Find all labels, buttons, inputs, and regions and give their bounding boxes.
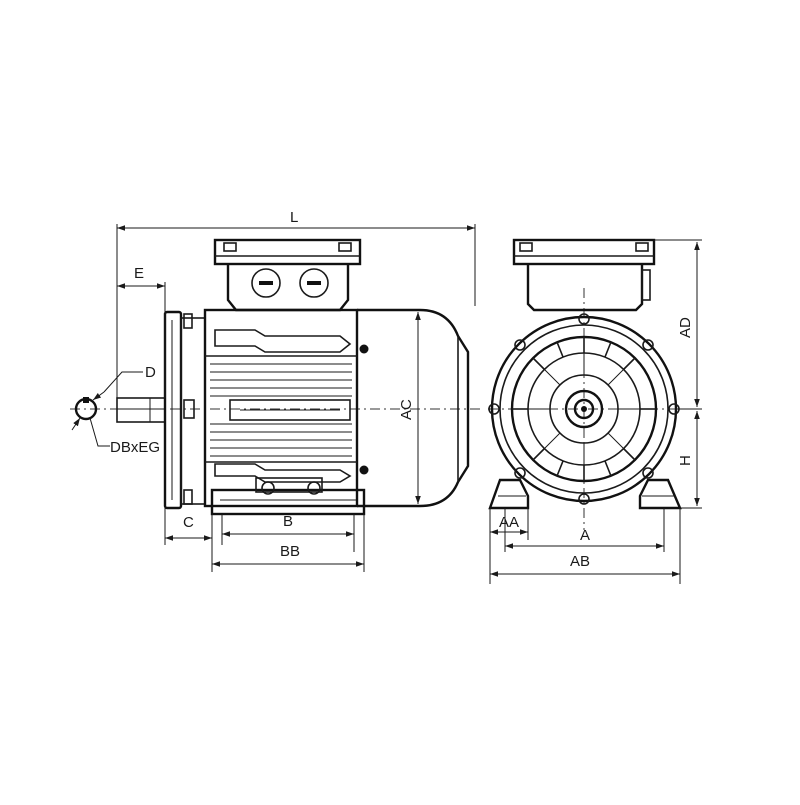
side-view: L E D DBxEG AC C B BB — [70, 209, 480, 572]
label-A: A — [580, 527, 590, 544]
label-B: B — [283, 513, 293, 530]
label-AB: AB — [570, 553, 590, 570]
end-view: AD H AA A AB — [488, 238, 702, 584]
shaft — [116, 397, 166, 423]
side-feet — [210, 477, 366, 516]
fan-inner-ribs — [528, 353, 640, 465]
fan-center-dot — [581, 406, 587, 412]
label-AD: AD — [677, 317, 694, 338]
label-E: E — [134, 265, 144, 282]
terminal-box — [213, 238, 362, 312]
fan-center — [573, 398, 595, 420]
fan-hub — [564, 389, 604, 429]
end-shield — [163, 310, 206, 510]
label-H: H — [677, 455, 694, 466]
label-C: C — [183, 514, 194, 531]
label-DBxEG: DBxEG — [110, 439, 160, 456]
end-housing-ring — [499, 324, 669, 494]
label-D: D — [145, 364, 156, 381]
end-feet — [488, 478, 682, 510]
label-AA: AA — [499, 514, 519, 531]
motor-body — [203, 308, 369, 508]
label-BB: BB — [280, 543, 300, 560]
label-AC: AC — [398, 399, 415, 420]
d-leader — [103, 371, 143, 393]
label-L: L — [290, 209, 298, 226]
dbxeg-leader — [89, 417, 110, 447]
fan-cover — [357, 308, 470, 508]
shaft-section — [71, 391, 105, 431]
end-terminal-box — [512, 238, 656, 312]
fan-ribs — [512, 337, 656, 481]
